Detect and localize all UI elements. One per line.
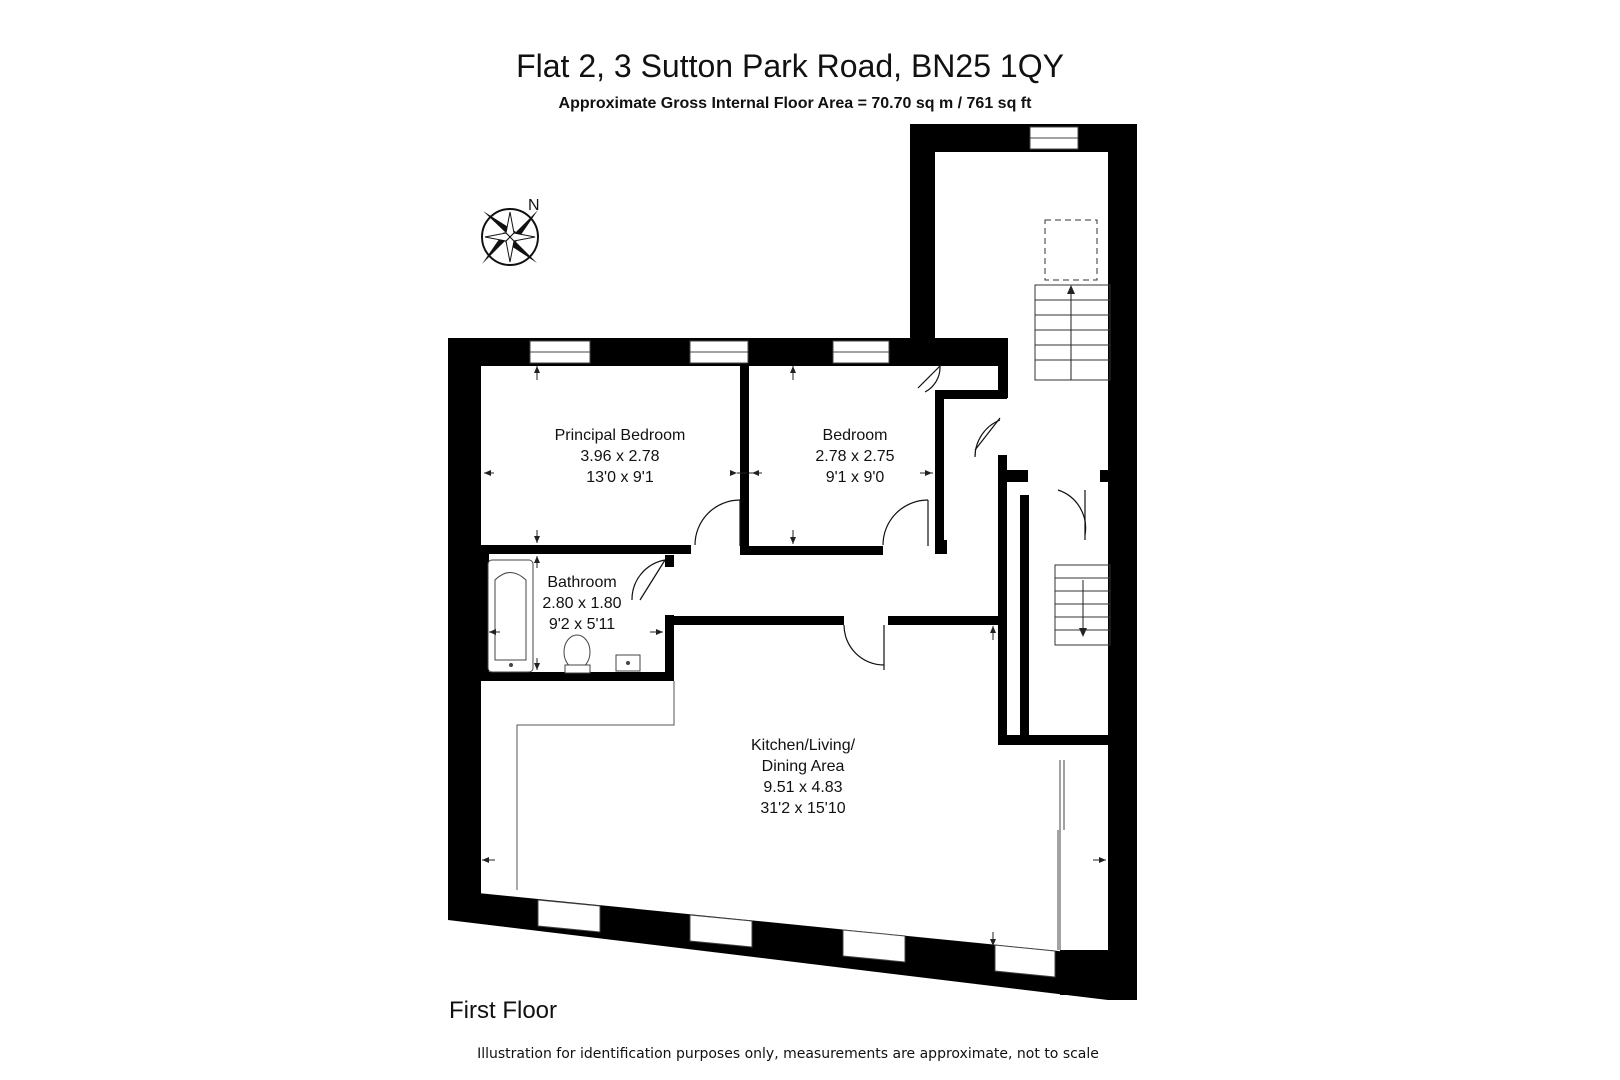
svg-text:Kitchen/Living/: Kitchen/Living/: [751, 737, 856, 754]
interior-walls: [481, 338, 1110, 745]
svg-text:9'2 x 5'11: 9'2 x 5'11: [549, 616, 615, 633]
doors: [631, 365, 1087, 950]
svg-text:Bedroom: Bedroom: [823, 427, 888, 444]
windows: [529, 126, 1079, 978]
room-label-kitchen-living-dining: Kitchen/Living/ Dining Area 9.51 x 4.83 …: [751, 737, 856, 817]
toilet-icon: [563, 634, 591, 670]
disclaimer-text: Illustration for identification purposes…: [477, 1046, 1099, 1062]
compass-north-label: N: [528, 197, 540, 214]
bathroom-fixtures: [487, 559, 641, 674]
svg-text:9'1 x 9'0: 9'1 x 9'0: [826, 469, 885, 486]
svg-text:2.80 x 1.80: 2.80 x 1.80: [542, 595, 621, 612]
room-label-bedroom: Bedroom 2.78 x 2.75 9'1 x 9'0: [815, 427, 894, 486]
svg-text:31'2 x 15'10: 31'2 x 15'10: [760, 800, 845, 817]
dimension-markers: [482, 366, 1106, 946]
floor-label: First Floor: [449, 997, 557, 1024]
staircase-lower: [1054, 564, 1111, 646]
plan-title: Flat 2, 3 Sutton Park Road, BN25 1QY: [516, 48, 1064, 84]
room-label-bathroom: Bathroom 2.80 x 1.80 9'2 x 5'11: [542, 574, 621, 633]
svg-text:Principal Bedroom: Principal Bedroom: [555, 427, 686, 444]
staircase-upper: [1034, 219, 1111, 381]
kitchen-counter: [516, 681, 675, 890]
svg-text:13'0 x 9'1: 13'0 x 9'1: [586, 469, 654, 486]
room-label-principal-bedroom: Principal Bedroom 3.96 x 2.78 13'0 x 9'1: [555, 427, 686, 486]
compass-icon: [481, 208, 539, 266]
floor-area-subtitle: Approximate Gross Internal Floor Area = …: [559, 95, 1033, 112]
svg-text:9.51 x 4.83: 9.51 x 4.83: [763, 779, 842, 796]
outer-walls: [448, 124, 1137, 1000]
svg-text:3.96 x 2.78: 3.96 x 2.78: [580, 448, 659, 465]
svg-text:Bathroom: Bathroom: [547, 574, 616, 591]
svg-text:2.78 x 2.75: 2.78 x 2.75: [815, 448, 894, 465]
svg-text:Dining Area: Dining Area: [762, 758, 845, 775]
